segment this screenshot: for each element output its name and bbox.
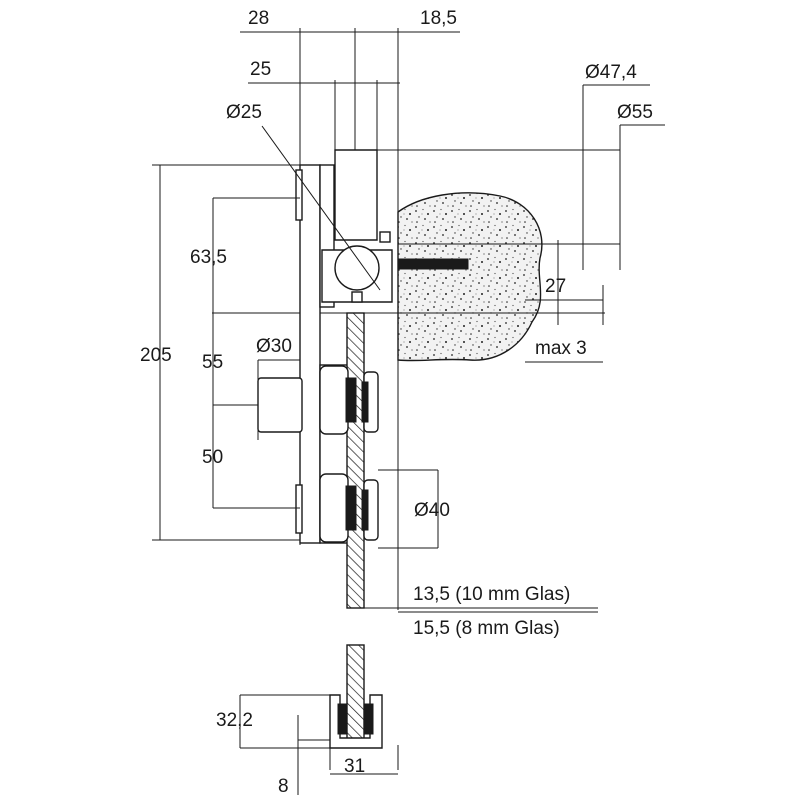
dim-50: 50 [202, 447, 223, 468]
dim-31: 31 [344, 756, 365, 777]
dim-25: 25 [250, 59, 271, 80]
dim-63-5: 63,5 [190, 247, 227, 268]
upper-clamp [319, 365, 379, 435]
dim-dia-40: Ø40 [414, 500, 450, 521]
tube-pin [321, 85, 621, 303]
dim-27: 27 [545, 276, 566, 297]
dim-8: 8 [278, 776, 289, 797]
dim-dia-55: Ø55 [617, 102, 653, 123]
dim-glass-10mm: 13,5 (10 mm Glas) [413, 584, 570, 605]
dim-dia-30: Ø30 [256, 336, 292, 357]
dim-18-5: 18,5 [420, 8, 457, 29]
profile-section [239, 644, 399, 795]
dimension-lines [152, 31, 665, 613]
dim-55: 55 [202, 352, 223, 373]
dim-max-3: max 3 [535, 338, 587, 359]
dim-dia-25: Ø25 [226, 102, 262, 123]
dim-205: 205 [140, 345, 172, 366]
boss-30 [257, 377, 303, 433]
dim-glass-8mm: 15,5 (8 mm Glas) [413, 618, 560, 639]
glass-panel [346, 312, 365, 609]
dim-32-2: 32,2 [216, 710, 253, 731]
lower-clamp [319, 473, 379, 543]
dim-dia-47-4: Ø47,4 [585, 62, 637, 83]
stone-wall [397, 192, 543, 362]
dim-28: 28 [248, 8, 269, 29]
